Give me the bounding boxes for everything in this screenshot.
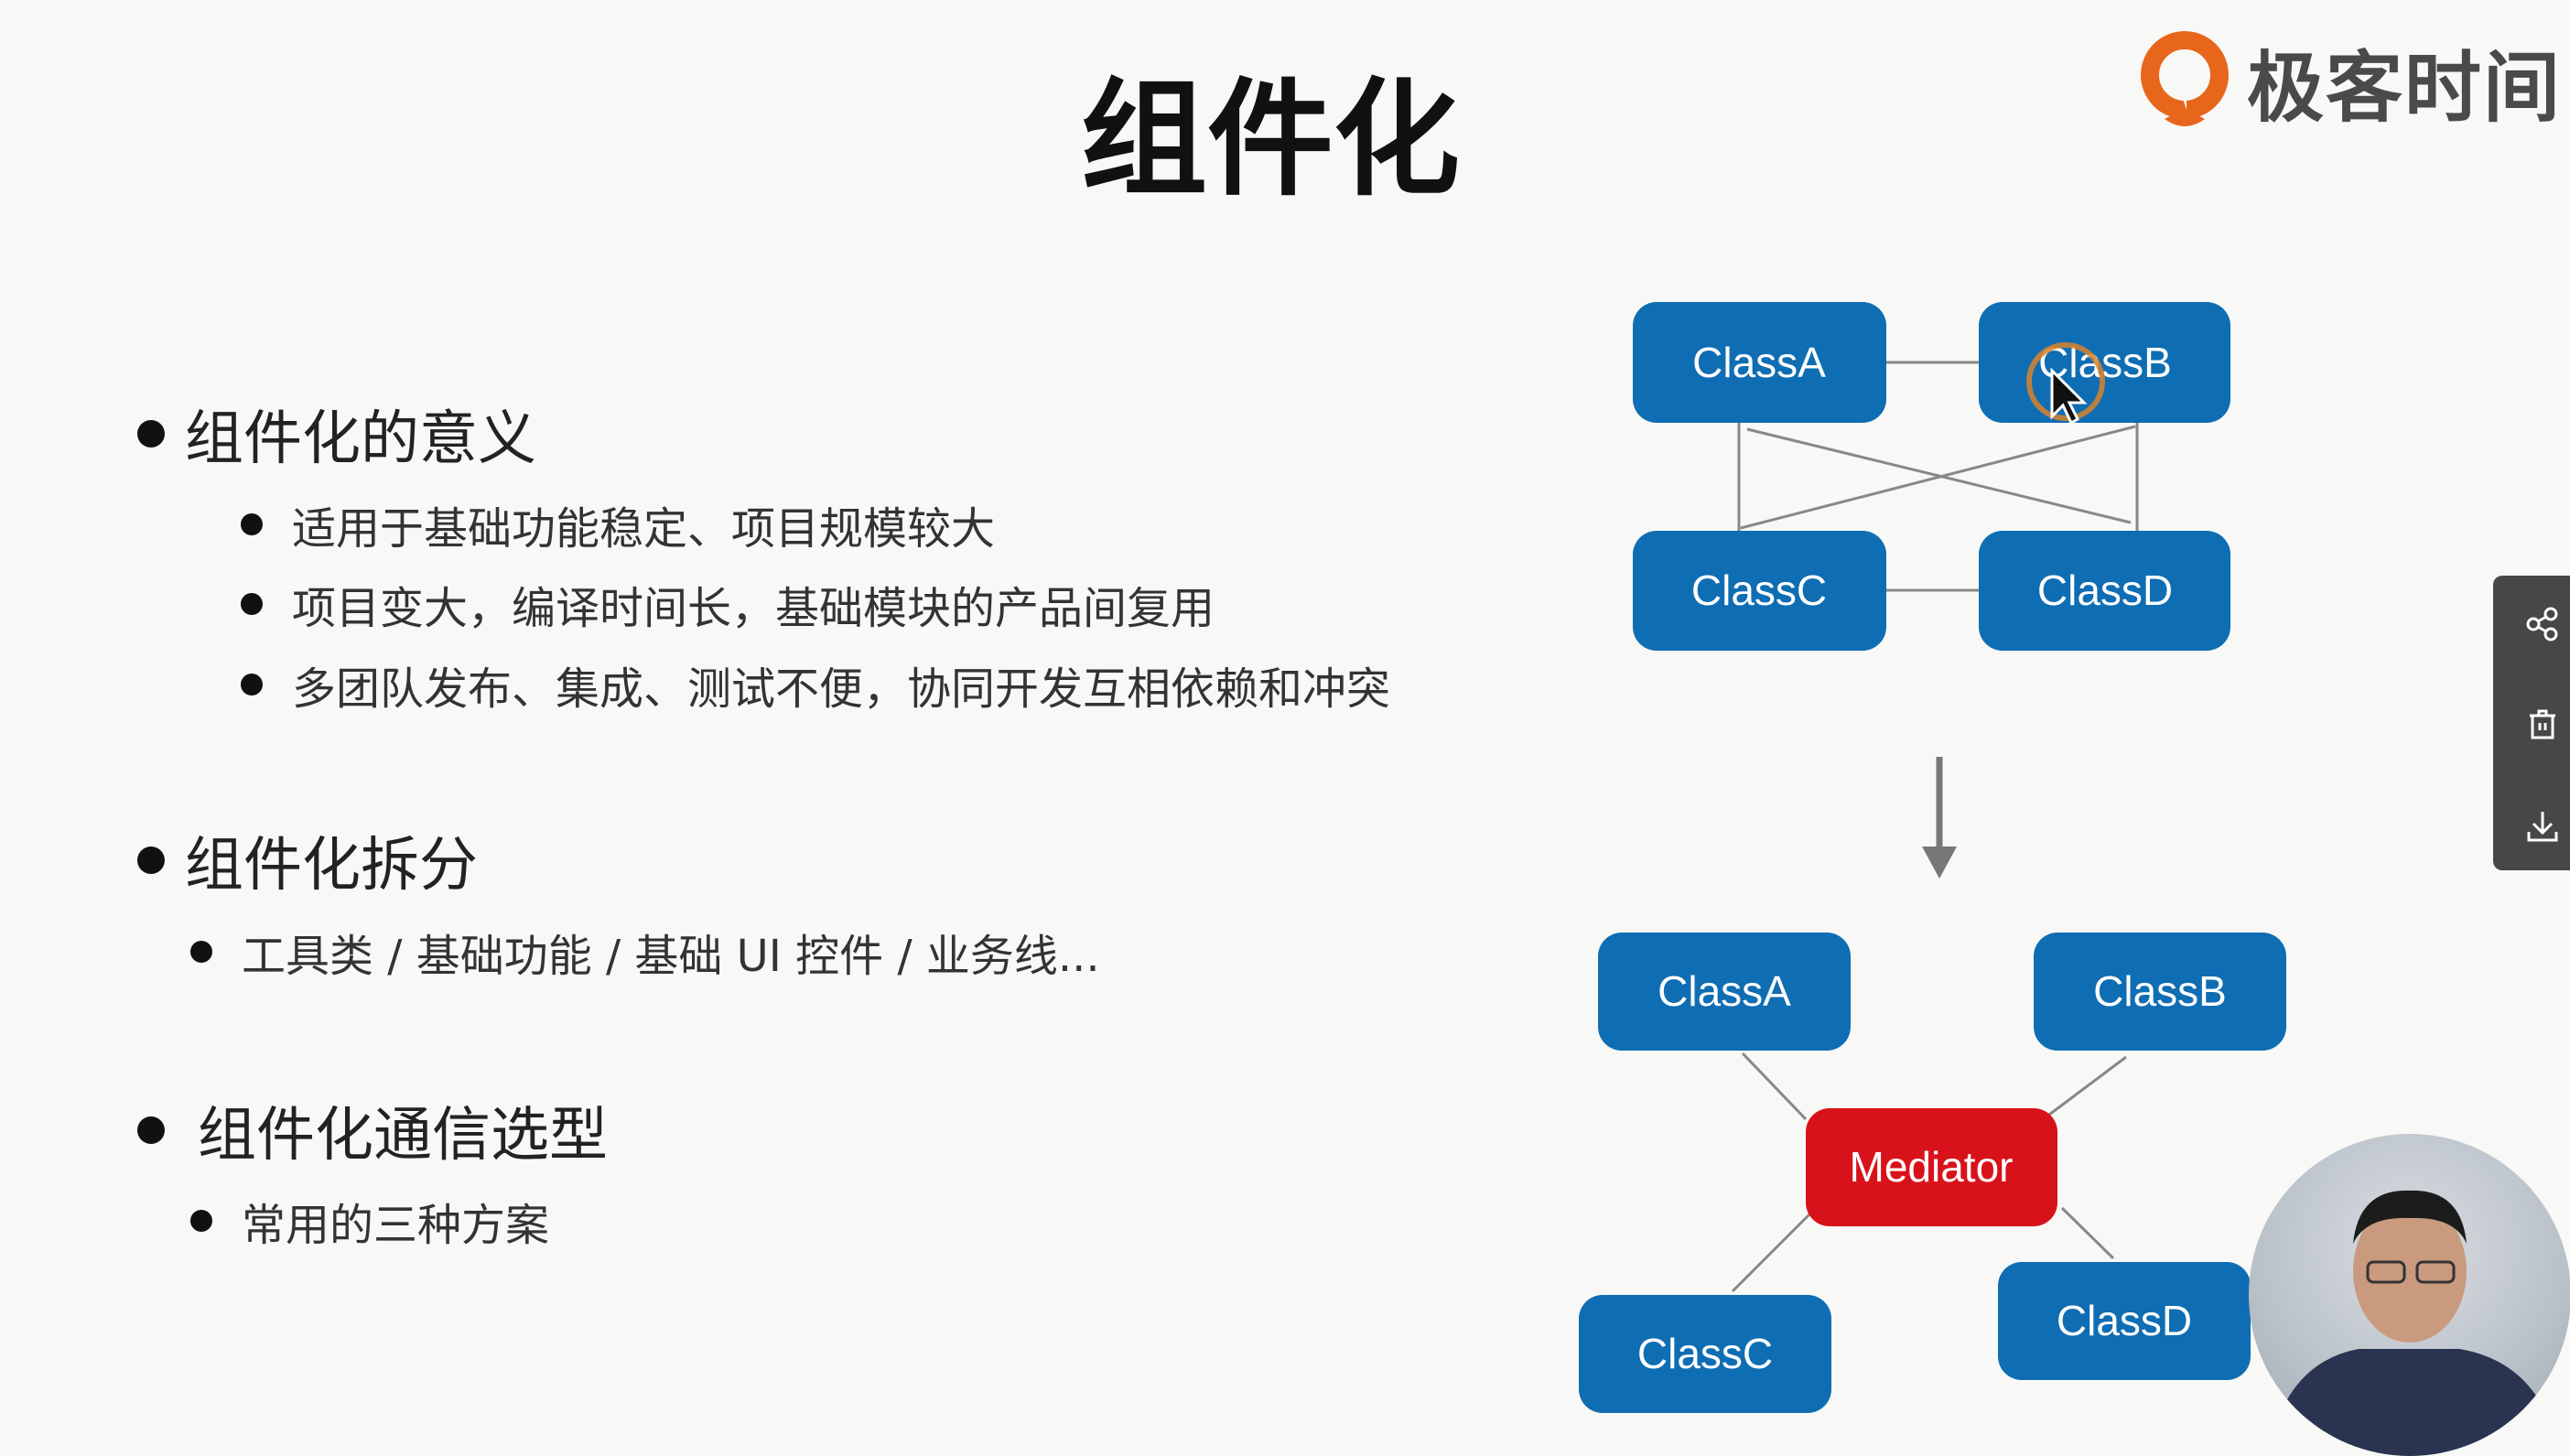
svg-text:ClassA: ClassA [1692, 339, 1826, 386]
top-class-b: ClassB [1979, 302, 2230, 423]
svg-text:ClassC: ClassC [1637, 1330, 1773, 1377]
top-class-d: ClassD [1979, 531, 2230, 651]
mediator-connectors [1731, 1052, 2127, 1293]
bottom-class-b: ClassB [2034, 933, 2286, 1051]
bottom-class-d: ClassD [1998, 1262, 2251, 1380]
mediator-box: Mediator [1806, 1108, 2057, 1226]
list-item: 适用于基础功能稳定、项目规模较大 [241, 492, 995, 556]
side-toolbar [2493, 576, 2570, 870]
top-class-c: ClassC [1633, 531, 1886, 651]
section-heading: 组件化拆分 [137, 818, 478, 902]
section-heading: 组件化通信选型 [137, 1088, 608, 1172]
download-icon[interactable] [2524, 808, 2561, 845]
bottom-class-c: ClassC [1579, 1295, 1831, 1413]
slide-title: 组件化 [1080, 66, 1460, 213]
trash-icon[interactable] [2524, 706, 2561, 743]
share-icon[interactable] [2524, 606, 2561, 642]
svg-text:ClassC: ClassC [1691, 566, 1827, 614]
down-arrow-icon [1922, 757, 1957, 879]
presenter-avatar [2267, 1190, 2560, 1456]
bottom-class-a: ClassA [1598, 933, 1851, 1051]
geektime-logo: 极客时间 [2139, 31, 2562, 133]
geektime-logo-icon [2141, 31, 2229, 126]
svg-text:ClassA: ClassA [1658, 967, 1791, 1015]
mouse-cursor-icon [2026, 342, 2105, 426]
list-item: 常用的三种方案 [190, 1189, 549, 1253]
list-item: 多团队发布、集成、测试不便，协同开发互相依赖和冲突 [241, 653, 1390, 717]
logo-text: 极客时间 [2247, 42, 2563, 133]
svg-text:ClassD: ClassD [2037, 566, 2173, 614]
list-item: 工具类 / 基础功能 / 基础 UI 控件 / 业务线... [190, 920, 1100, 984]
svg-text:ClassD: ClassD [2057, 1297, 2192, 1344]
section-heading: 组件化的意义 [137, 392, 536, 476]
list-item: 项目变大，编译时间长，基础模块的产品间复用 [241, 572, 1215, 636]
top-connectors [1737, 361, 2139, 592]
svg-text:Mediator: Mediator [1850, 1143, 2014, 1191]
svg-text:ClassB: ClassB [2093, 967, 2227, 1015]
top-class-a: ClassA [1633, 302, 1886, 423]
presenter-video[interactable] [2249, 1134, 2570, 1456]
